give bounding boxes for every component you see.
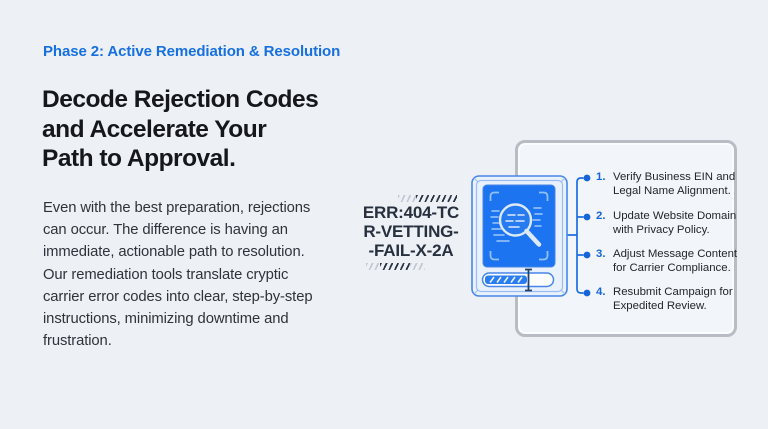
step-number: 1.	[596, 171, 606, 183]
hatch-segment	[416, 195, 457, 202]
document-text-lines	[490, 207, 543, 242]
hatch-marks-top-icon	[398, 195, 457, 202]
step-text: Resubmit Campaign for Expedited Review.	[613, 286, 733, 313]
connector-lines	[567, 174, 591, 297]
tablet-screen	[482, 184, 556, 268]
connector-bracket	[567, 177, 584, 294]
phase-eyebrow-label: Phase 2: Active Remediation & Resolution	[43, 43, 341, 60]
error-code-text: ERR:404-TC R-VETTING- -FAIL-X-2A	[362, 203, 460, 261]
step-text: Adjust Message Content for Carrier Compl…	[613, 248, 738, 275]
viewfinder-brackets-icon	[489, 191, 549, 261]
list-item: 1. Verify Business EIN and Legal Name Al…	[596, 170, 735, 199]
step-number: 2.	[596, 210, 606, 222]
slider-handle-icon	[525, 268, 532, 292]
connector-dots-icon	[583, 174, 591, 297]
progress-bar	[481, 268, 555, 292]
step-text: Update Website Domain with Privacy Polic…	[613, 210, 737, 237]
hatch-segment	[398, 195, 416, 202]
magnifier-icon	[498, 203, 542, 247]
list-item: 3. Adjust Message Content for Carrier Co…	[596, 247, 737, 276]
step-number: 3.	[596, 248, 606, 260]
hatch-segment	[366, 263, 380, 270]
list-item: 4. Resubmit Campaign for Expedited Revie…	[596, 285, 733, 314]
hatch-segment	[410, 263, 425, 270]
tablet-scanner-illustration	[471, 175, 568, 297]
tablet-frame-inner	[475, 179, 564, 293]
progress-hatch-lines	[489, 276, 523, 283]
slide-body-paragraph: Even with the best preparation, rejectio…	[43, 200, 313, 350]
step-number: 4.	[596, 286, 606, 298]
step-text: Verify Business EIN and Legal Name Align…	[613, 171, 736, 198]
slide-headline: Decode Rejection Codes and Accelerate Yo…	[42, 86, 319, 172]
hatch-segment	[380, 263, 410, 270]
list-item: 2. Update Website Domain with Privacy Po…	[596, 209, 736, 238]
hatch-marks-bottom-icon	[366, 263, 425, 270]
frame-bevel-lines	[473, 177, 566, 295]
